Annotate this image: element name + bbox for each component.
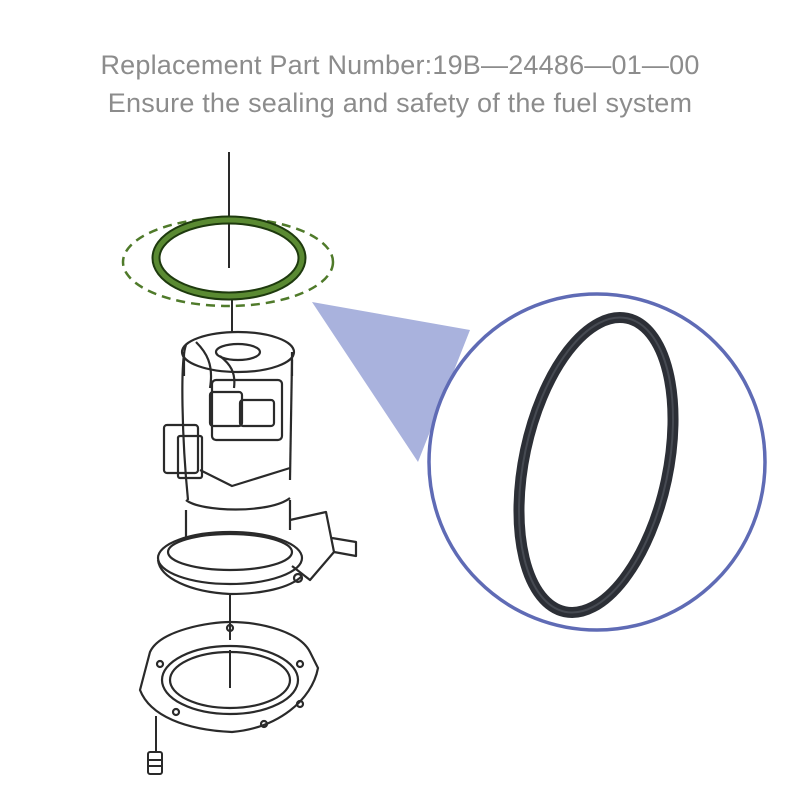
part-number-caption: Replacement Part Number:19B—24486—01—00 (100, 50, 700, 80)
mounting-bolt (147, 716, 163, 775)
assembly-axis (228, 152, 233, 688)
seal-safety-caption: Ensure the sealing and safety of the fue… (107, 88, 693, 118)
highlighted-oring (121, 215, 335, 308)
callout-wedge (312, 302, 470, 462)
fuel-pump-assembly (156, 330, 358, 596)
zoom-callout (427, 292, 767, 632)
retaining-plate (138, 620, 320, 734)
